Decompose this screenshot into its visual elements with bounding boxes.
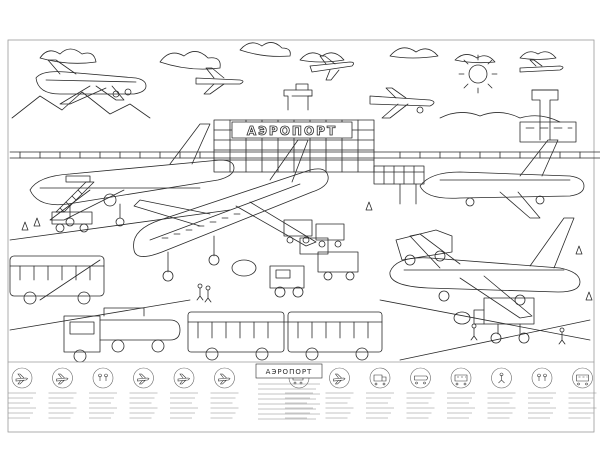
control-tower-right <box>519 89 577 143</box>
bus-left <box>9 255 105 305</box>
terminal-sign <box>231 121 353 139</box>
plane-sky-2 <box>309 55 354 81</box>
cones <box>21 201 593 301</box>
tank-icon <box>406 367 435 419</box>
ground-lines <box>9 209 591 361</box>
plane-icon <box>8 367 36 419</box>
clouds <box>39 42 557 70</box>
tanker-truck <box>63 307 181 363</box>
terminal-building <box>9 83 600 173</box>
catering-truck-right <box>473 297 535 344</box>
articulated-bus <box>187 311 383 361</box>
sun <box>458 54 498 94</box>
bus-icon <box>447 367 475 419</box>
tug-truck-center <box>269 265 305 298</box>
plane-apron-left <box>29 123 235 227</box>
person-icon <box>487 367 516 419</box>
plane-apron-center <box>133 139 329 282</box>
baggage-carts <box>283 219 345 255</box>
hills <box>11 91 151 119</box>
pushback-truck <box>395 229 453 266</box>
legend-title-box <box>255 363 323 379</box>
plane-top-left <box>35 59 147 105</box>
plane-icon <box>170 367 198 419</box>
stairs-truck <box>51 181 95 233</box>
plane-sky-3 <box>369 87 435 119</box>
plane-icon <box>325 367 354 419</box>
poster-border <box>7 39 595 433</box>
people-icon <box>528 367 556 419</box>
plane-icon <box>129 367 158 419</box>
plane-gate-right <box>419 139 585 219</box>
bus-icon <box>568 367 597 419</box>
truck-icon <box>366 367 394 419</box>
legend-title: АЭРОПОРТ <box>266 368 313 376</box>
terminal-title: АЭРОПОРТ <box>247 124 337 138</box>
jet-bridge <box>373 165 425 205</box>
tug-truck-right <box>317 251 359 281</box>
plane-icon <box>48 367 77 419</box>
plane-sky-4 <box>519 59 564 73</box>
people <box>196 283 566 345</box>
plane-icon <box>210 367 239 419</box>
plane-sky-1 <box>195 67 244 95</box>
people-icon <box>89 367 117 419</box>
